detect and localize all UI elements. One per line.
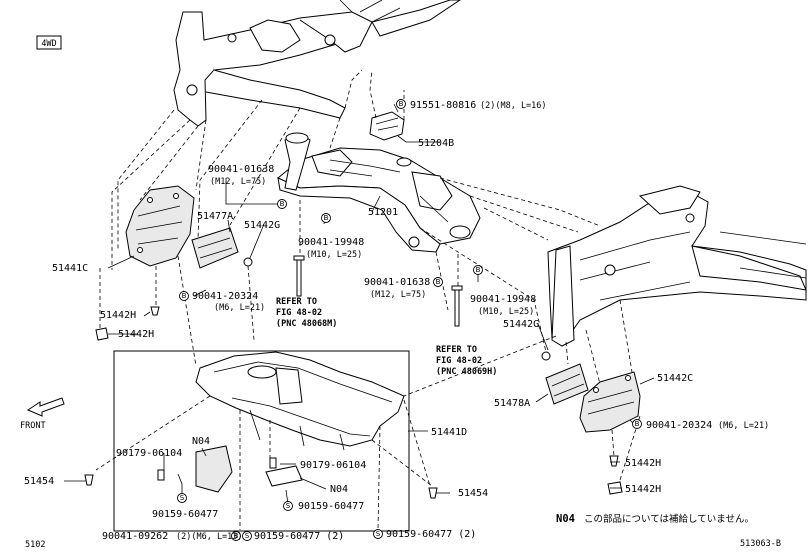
svg-text:S: S [376, 530, 381, 538]
seal-51478a [545, 363, 589, 405]
clip-51454-right [428, 487, 438, 499]
label-51441c: 51441C [52, 263, 88, 274]
crossmember-51201 [277, 132, 481, 253]
refer-48069h-line2: FIG 48-02 [436, 356, 482, 366]
page-code-right: 513063-B [740, 539, 781, 549]
front-arrow-icon [26, 397, 65, 417]
refer-48068m-line3: (PNC 48068M) [276, 319, 337, 329]
label-90041-20324-right-spec: (M6, L=21) [718, 421, 769, 431]
label-n04-right: N04 [330, 484, 348, 495]
label-90041-01638-mid-spec: (M12, L=75) [370, 290, 426, 300]
svg-text:B: B [280, 200, 285, 208]
cover-51441c [125, 185, 195, 267]
label-90041-09262: 90041-09262 [102, 531, 168, 542]
label-51442g-right: 51442G [503, 319, 539, 330]
dashed-leaders [95, 69, 641, 531]
label-90041-19948-right: 90041-19948 [470, 294, 536, 305]
label-51442c: 51442C [657, 373, 693, 384]
label-90159-60477-bottom-1: 90159-60477 (2) [254, 531, 344, 542]
svg-text:B: B [234, 532, 239, 540]
label-90041-19948-mid: 90041-19948 [298, 237, 364, 248]
svg-text:S: S [286, 502, 291, 510]
label-90159-60477-right: 90159-60477 [298, 501, 364, 512]
label-51454-right: 51454 [458, 488, 488, 499]
label-51477a: 51477A [197, 211, 233, 222]
clip-51442h-left-upper [150, 306, 160, 316]
refer-48069h-line1: REFER TO [436, 345, 477, 355]
4wd-badge: 4WD [41, 39, 56, 49]
bolt-refer-48068m [296, 257, 302, 297]
refer-48068m-line2: FIG 48-02 [276, 308, 322, 318]
label-90179-06104-left: 90179-06104 [116, 448, 182, 459]
cover-n04-right [265, 465, 303, 487]
note-code: N04 [556, 513, 575, 525]
label-51441d: 51441D [431, 427, 467, 438]
label-90179-06104-right: 90179-06104 [300, 460, 366, 471]
4wd-badge-frame [36, 35, 62, 50]
circled-b-symbols: B B B B B B B B [179, 99, 642, 541]
svg-text:B: B [635, 420, 640, 428]
svg-text:B: B [182, 292, 187, 300]
label-90159-60477-bottom-2: 90159-60477 (2) [386, 529, 476, 540]
svg-text:B: B [324, 214, 329, 222]
label-51442h-right-upper: 51442H [625, 458, 661, 469]
clip-51442h-left-lower [95, 327, 109, 341]
left-body-frame [173, 0, 461, 127]
label-90159-60477-left: 90159-60477 [152, 509, 218, 520]
label-90041-01638-mid: 90041-01638 [364, 277, 430, 288]
svg-text:B: B [436, 278, 441, 286]
clip-51442g-right [541, 351, 551, 361]
bolt-refer-48069h [454, 287, 460, 327]
seal-51477a [191, 227, 239, 269]
right-body-frame [547, 185, 807, 347]
label-90041-09262-spec: (2)(M6, L=13) [176, 532, 243, 542]
label-51442g-left: 51442G [244, 220, 280, 231]
svg-text:B: B [399, 100, 404, 108]
clip-51442g-left [243, 257, 253, 267]
cover-n04-left [195, 445, 233, 493]
clip-90179-right [269, 457, 277, 469]
label-90041-01638-top: 90041-01638 [208, 164, 274, 175]
cover-51442c [579, 371, 641, 433]
label-51442h-left-upper: 51442H [100, 310, 136, 321]
svg-text:S: S [180, 494, 185, 502]
clip-51454-left [84, 474, 94, 486]
clip-51442h-right-upper [609, 455, 619, 467]
label-91551-80816: 91551-80816 [410, 100, 476, 111]
label-90041-20324-left: 90041-20324 [192, 291, 258, 302]
svg-text:S: S [245, 532, 250, 540]
label-n04-left: N04 [192, 436, 210, 447]
refer-48068m-line1: REFER TO [276, 297, 317, 307]
label-51442h-right-lower: 51442H [625, 484, 661, 495]
label-90041-19948-right-spec: (M10, L=25) [478, 307, 534, 317]
refer-48069h-line3: (PNC 48069H) [436, 367, 497, 377]
svg-text:B: B [476, 266, 481, 274]
label-90041-20324-left-spec: (M6, L=21) [214, 303, 265, 313]
note-text: この部品については補給していません。 [584, 513, 754, 525]
bracket-51204b [369, 111, 405, 141]
label-51454-left: 51454 [24, 476, 54, 487]
label-90041-20324-right: 90041-20324 [646, 420, 712, 431]
label-51478a: 51478A [494, 398, 530, 409]
label-51201: 51201 [368, 207, 398, 218]
label-90041-19948-mid-spec: (M10, L=25) [306, 250, 362, 260]
clip-90179-left [157, 469, 165, 481]
page-code-left: 5102 [25, 540, 45, 550]
label-90041-01638-top-spec: (M12, L=75) [210, 177, 266, 187]
front-label: FRONT [20, 421, 46, 431]
circled-s-symbols: S S S S [177, 493, 383, 541]
label-51442h-left-lower: 51442H [118, 329, 154, 340]
label-51204b: 51204B [418, 138, 454, 149]
undercover-group-frame [113, 350, 410, 532]
undercover-51441d [195, 351, 405, 451]
label-91551-spec: (2)(M8, L=16) [480, 101, 547, 111]
